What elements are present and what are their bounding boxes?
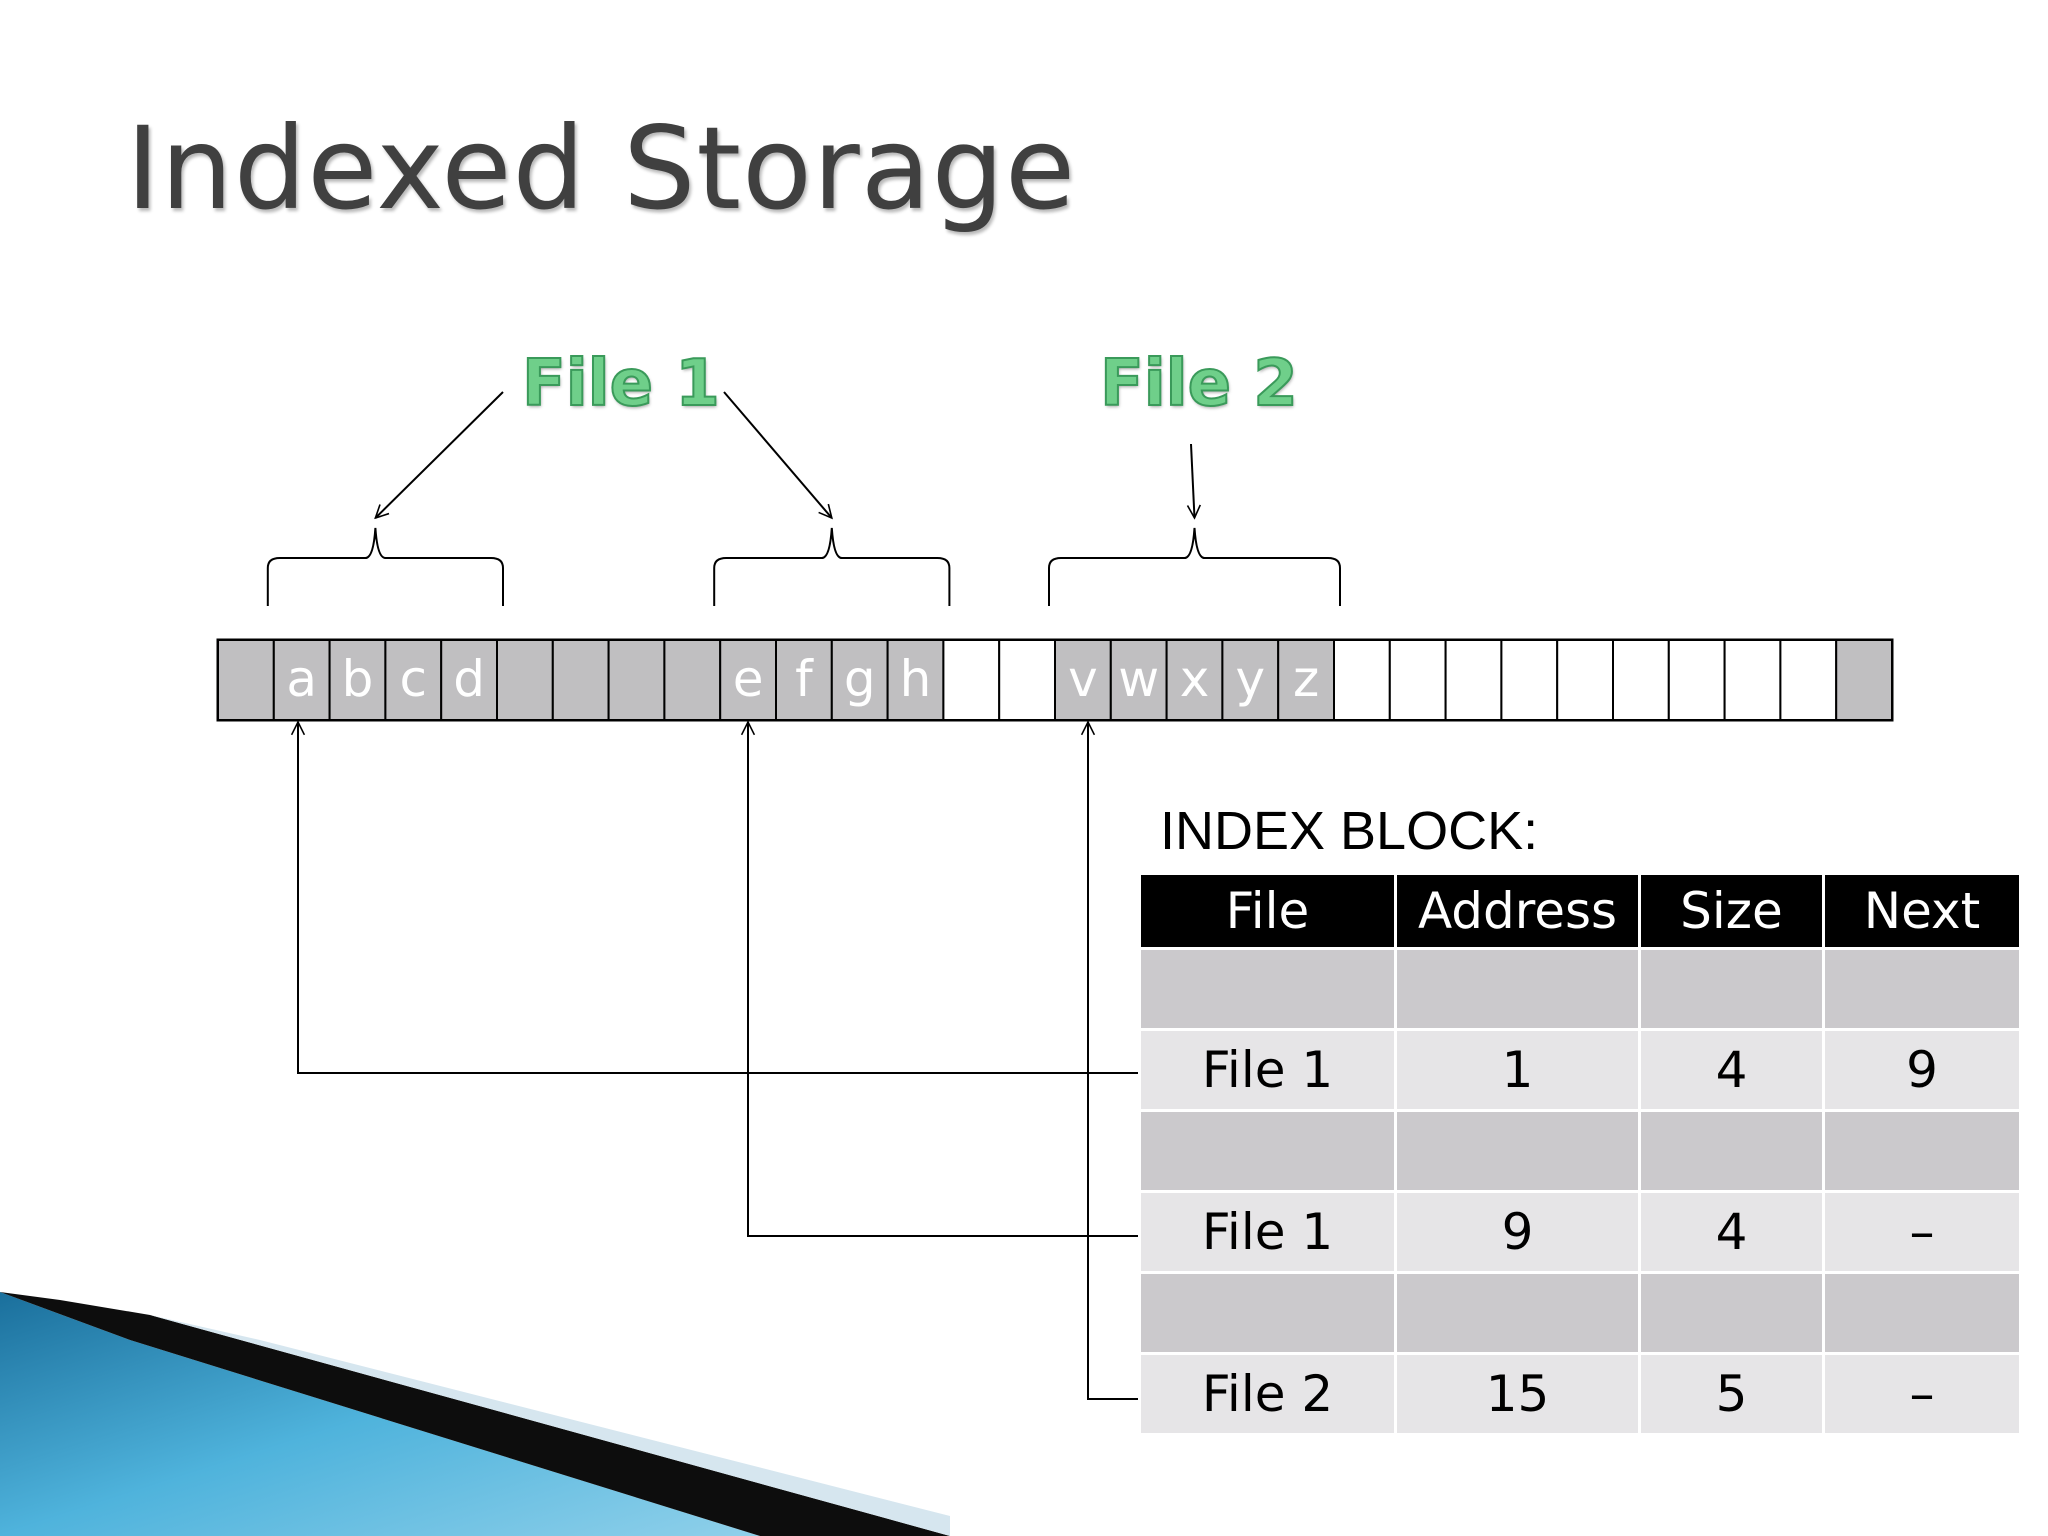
block-letter: w <box>1118 650 1159 708</box>
column-header-next: Next <box>1825 875 2019 947</box>
index-pointer-line <box>298 722 1138 1074</box>
table-row <box>1141 1274 2019 1352</box>
cell-next <box>1825 1112 2019 1190</box>
storage-block <box>1556 639 1614 721</box>
cell-next: – <box>1825 1355 2019 1433</box>
block-letter: z <box>1293 650 1319 708</box>
column-header-file: File <box>1141 875 1394 947</box>
table-header-row: File Address Size Next <box>1141 875 2019 947</box>
column-header-address: Address <box>1397 875 1638 947</box>
cell-size: 4 <box>1641 1031 1822 1109</box>
label-arrow <box>723 391 832 518</box>
storage-block <box>1444 639 1503 721</box>
cell-next <box>1825 950 2019 1028</box>
cell-file: File 2 <box>1141 1355 1394 1433</box>
file-brace <box>266 527 504 606</box>
block-letter: a <box>286 650 317 708</box>
storage-block <box>886 639 945 721</box>
block-letter: x <box>1180 650 1210 708</box>
block-letter: b <box>342 650 374 708</box>
storage-block <box>775 639 833 721</box>
storage-block <box>1612 639 1670 721</box>
storage-block <box>1054 639 1112 721</box>
storage-block <box>217 639 275 721</box>
block-letter: y <box>1236 650 1266 708</box>
table-row <box>1141 950 2019 1028</box>
storage-block <box>551 639 610 721</box>
cell-file <box>1141 950 1394 1028</box>
block-letter: e <box>733 650 764 708</box>
label-arrow <box>375 391 504 518</box>
column-header-size: Size <box>1641 875 1822 947</box>
table-row <box>1141 1112 2019 1190</box>
index-connectors <box>298 722 1138 1400</box>
storage-block <box>607 639 666 721</box>
storage-block <box>1277 639 1335 721</box>
index-block-title: INDEX BLOCK: <box>1160 801 1539 861</box>
index-pointer-line <box>748 722 1138 1237</box>
cell-next: 9 <box>1825 1031 2019 1109</box>
file-brace <box>713 527 951 606</box>
cell-file: File 1 <box>1141 1193 1394 1271</box>
storage-block <box>1835 639 1893 721</box>
storage-block <box>496 639 554 721</box>
cell-size: 5 <box>1641 1355 1822 1433</box>
cell-next <box>1825 1274 2019 1352</box>
cell-address <box>1397 950 1638 1028</box>
block-letter: f <box>795 650 814 708</box>
storage-block <box>440 639 499 721</box>
storage-block <box>1779 639 1838 721</box>
block-letter: h <box>900 650 932 708</box>
cell-address <box>1397 1274 1638 1352</box>
storage-block <box>663 639 722 721</box>
file-brace <box>1048 527 1341 606</box>
cell-size: 4 <box>1641 1193 1822 1271</box>
storage-block <box>1388 639 1447 721</box>
cell-size <box>1641 1274 1822 1352</box>
file-braces <box>266 391 1341 606</box>
corner-decoration <box>0 1292 950 1536</box>
file-2-label: File 2 <box>1099 347 1299 421</box>
storage-block <box>942 639 1001 721</box>
cell-address: 1 <box>1397 1031 1638 1109</box>
cell-address: 15 <box>1397 1355 1638 1433</box>
cell-file: File 1 <box>1141 1031 1394 1109</box>
block-letter: v <box>1068 650 1098 708</box>
cell-address: 9 <box>1397 1193 1638 1271</box>
storage-block <box>384 639 443 721</box>
slide-title: Indexed Storage <box>126 102 1077 235</box>
cell-size <box>1641 950 1822 1028</box>
storage-block <box>328 639 387 721</box>
storage-block <box>1667 639 1726 721</box>
storage-block <box>1165 639 1224 721</box>
block-letter: g <box>844 650 876 708</box>
cell-file <box>1141 1274 1394 1352</box>
storage-block <box>830 639 889 721</box>
label-arrow <box>1191 443 1195 518</box>
cell-size <box>1641 1112 1822 1190</box>
index-pointer-line <box>1088 722 1138 1400</box>
block-letter: c <box>400 650 428 708</box>
storage-block <box>1723 639 1782 721</box>
storage-block <box>1333 639 1391 721</box>
storage-block <box>1500 639 1559 721</box>
file-1-label: File 1 <box>521 347 721 421</box>
cell-file <box>1141 1112 1394 1190</box>
cell-next: – <box>1825 1193 2019 1271</box>
block-letter: d <box>453 650 485 708</box>
cell-address <box>1397 1112 1638 1190</box>
storage-block <box>998 639 1057 721</box>
